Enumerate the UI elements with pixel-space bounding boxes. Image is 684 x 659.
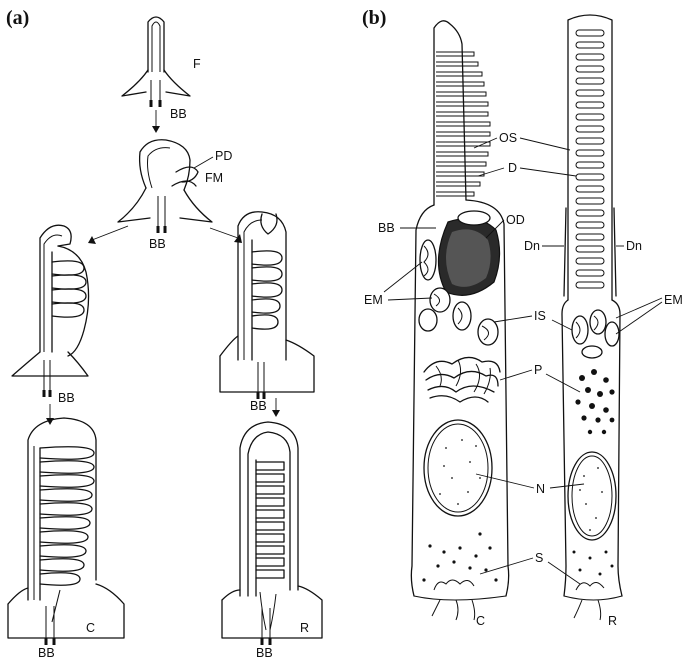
cone-cell: C [411, 21, 508, 628]
cone-nucleus [424, 420, 492, 516]
cone-synapse [422, 532, 497, 620]
rod-mitochondria [572, 310, 619, 358]
label-P: P [534, 363, 542, 377]
stage-membrane-evagination: PD FM BB [88, 140, 242, 251]
stage-right-developing: BB [220, 212, 314, 417]
label-F: F [193, 57, 201, 71]
panel-b: (b) [362, 7, 683, 628]
label-BB-top: BB [170, 107, 187, 121]
cone-disc-stack [40, 447, 94, 585]
label-R-a: R [300, 621, 309, 635]
label-BB-b: BB [378, 221, 395, 235]
label-C-b: C [476, 614, 485, 628]
label-PD: PD [215, 149, 232, 163]
mature-rod: R BB [222, 422, 322, 659]
label-EM-left: EM [364, 293, 383, 307]
label-BB-cone: BB [38, 646, 55, 659]
mature-cone: C BB [8, 418, 124, 659]
label-OS: OS [499, 131, 517, 145]
label-IS: IS [534, 309, 546, 323]
label-EM-right: EM [664, 293, 683, 307]
label-N: N [536, 482, 545, 496]
rod-nucleus [568, 452, 616, 540]
label-S: S [535, 551, 543, 565]
cone-oil-droplet [438, 218, 499, 295]
label-BB-right: BB [250, 399, 267, 413]
label-C-a: C [86, 621, 95, 635]
label-R-b: R [608, 614, 617, 628]
panel-a: (a) F BB PD [6, 7, 322, 659]
panel-a-label: (a) [6, 7, 29, 29]
panel-b-annotations: OS D BB OD Dn Dn EM EM IS P [364, 131, 683, 584]
right-disc-stack [252, 251, 282, 329]
panel-b-label: (b) [362, 7, 386, 29]
label-Dn-left: Dn [524, 239, 540, 253]
label-FM: FM [205, 171, 223, 185]
label-OD: OD [506, 213, 525, 227]
rod-disc-stack [256, 462, 284, 578]
rod-paraboloid [575, 369, 614, 434]
stage-left-developing: BB [12, 225, 89, 425]
rod-outer-segment-discs [576, 30, 604, 288]
rod-cell: R [562, 15, 622, 628]
label-D: D [508, 161, 517, 175]
cone-paraboloid [424, 357, 500, 402]
rod-synapse [573, 551, 614, 621]
label-BB-mid: BB [149, 237, 166, 251]
label-Dn-right: Dn [626, 239, 642, 253]
label-BB-left: BB [58, 391, 75, 405]
label-BB-rod: BB [256, 646, 273, 659]
stage-cilium: F BB [122, 17, 201, 133]
left-disc-stack [52, 261, 86, 317]
